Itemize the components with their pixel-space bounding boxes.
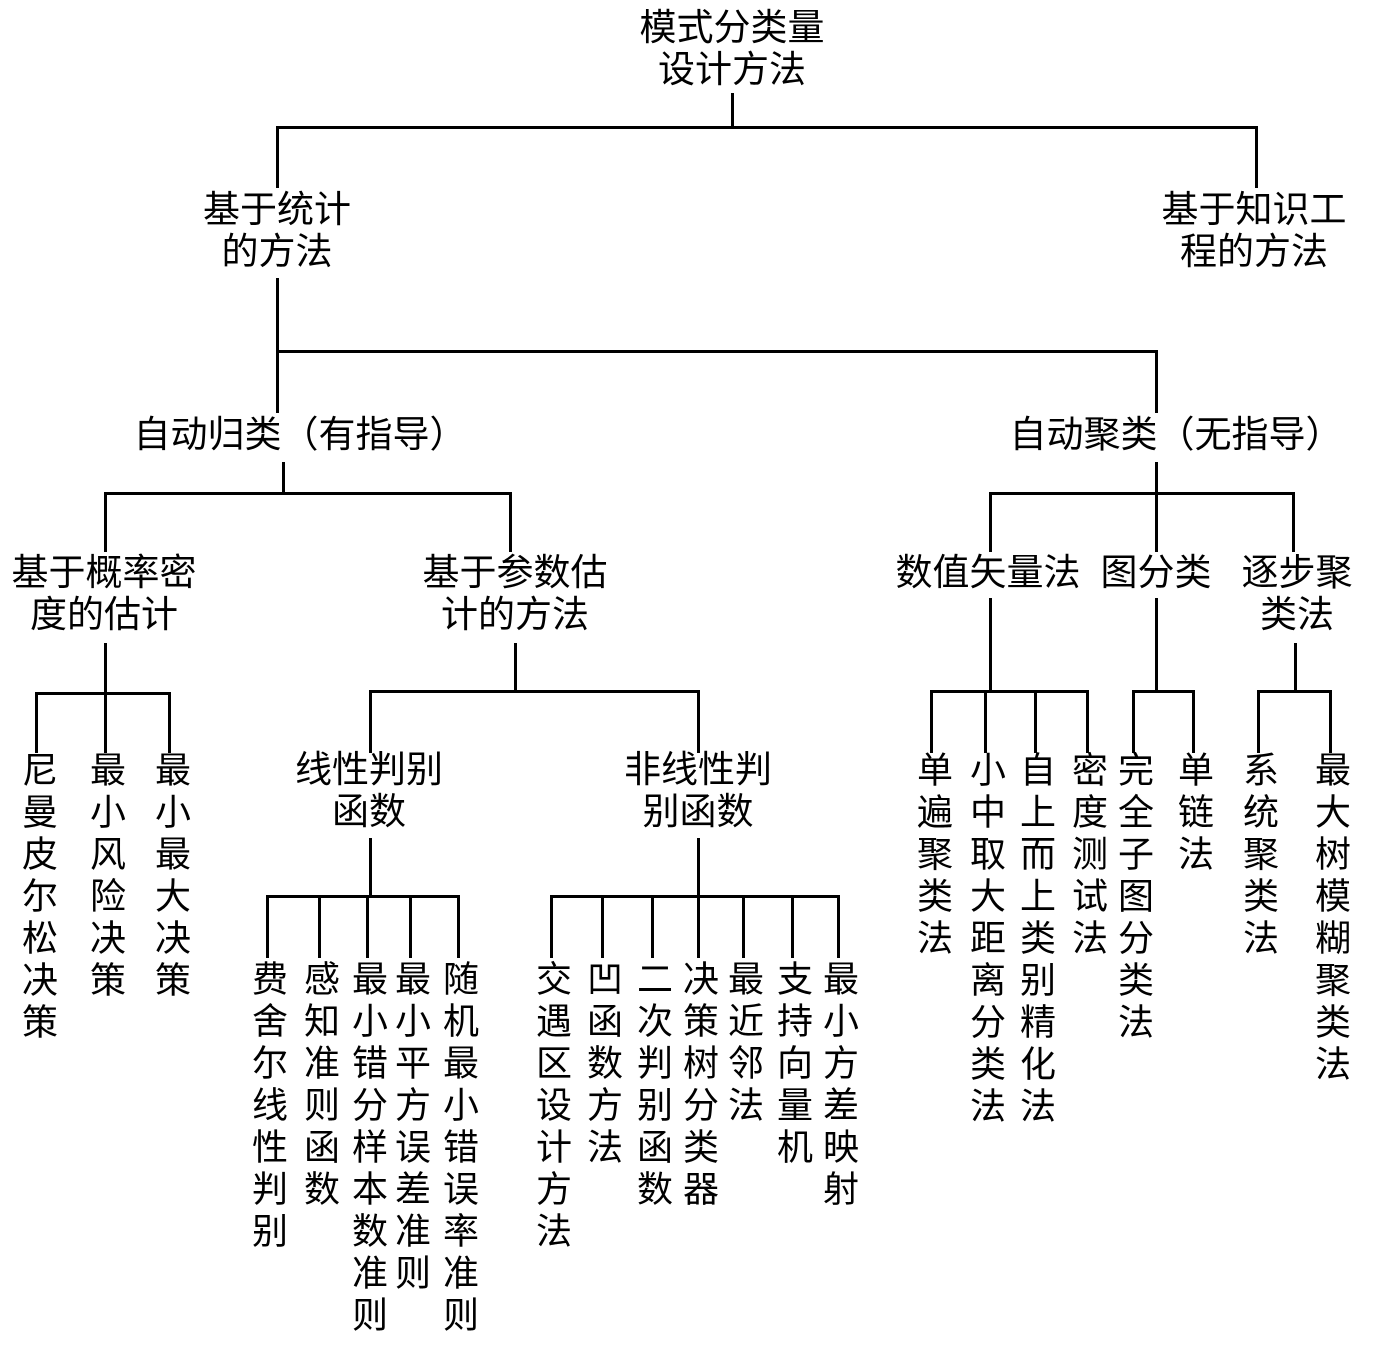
connector-line (1292, 492, 1295, 552)
connector-line (266, 895, 460, 898)
node-statistical-methods: 基于统计的方法 (203, 190, 351, 273)
connector-line (282, 462, 285, 492)
connector-line (457, 895, 460, 958)
node-graph-classification: 图分类 (1100, 553, 1212, 594)
connector-line (276, 278, 279, 413)
node-linear-discriminant-function: 线性判别函数 (295, 750, 443, 833)
connector-line (550, 895, 553, 958)
connector-line (1329, 690, 1332, 753)
node-root: 模式分类量设计方法 (639, 8, 825, 91)
connector-line (509, 492, 512, 552)
node-nonlinear-discriminant-function: 非线性判别函数 (624, 750, 772, 833)
connector-line (168, 692, 171, 753)
leaf-perceptron-criterion-function: 感知准则函数 (299, 960, 339, 1212)
connector-line (104, 492, 512, 495)
leaf-min-squared-error-criterion: 最小平方误差准则 (390, 960, 430, 1296)
connector-line (514, 643, 517, 690)
leaf-single-pass-clustering: 单遍聚类法 (912, 751, 952, 961)
connector-line (989, 598, 992, 690)
connector-line (550, 895, 840, 898)
connector-line (697, 895, 700, 958)
leaf-min-variance-mapping: 最小方差映射 (818, 960, 858, 1212)
connector-line (1257, 690, 1332, 693)
connector-line (104, 492, 107, 552)
connector-line (35, 692, 38, 753)
connector-line (1034, 690, 1037, 753)
leaf-minimax-decision: 最小最大决策 (150, 751, 190, 1003)
node-stepwise-clustering: 逐步聚类法 (1241, 553, 1353, 636)
node-supervised-classification: 自动归类（有指导） (133, 415, 467, 456)
connector-line (930, 690, 1089, 693)
leaf-density-test-method: 密度测试法 (1067, 751, 1107, 961)
connector-line (1132, 690, 1135, 753)
connector-line (791, 895, 794, 958)
connector-line (276, 126, 1258, 129)
connector-line (369, 690, 700, 693)
connector-line (369, 838, 372, 895)
connector-line (276, 126, 279, 188)
node-numerical-vector-method: 数值矢量法 (895, 553, 1081, 594)
leaf-neyman-pearson-decision: 尼曼皮尔松决策 (17, 751, 57, 1045)
leaf-maximin-distance-classification: 小中取大距离分类法 (965, 751, 1005, 1129)
leaf-overlap-region-design-method: 交遇区设计方法 (531, 960, 571, 1254)
leaf-bottom-up-class-refinement: 自上而上类别精化法 (1015, 751, 1055, 1129)
leaf-quadratic-discriminant-function: 二次判别函数 (632, 960, 672, 1212)
leaf-minimum-risk-decision: 最小风险决策 (85, 751, 125, 1003)
connector-line (1155, 598, 1158, 690)
connector-line (731, 93, 734, 126)
connector-line (35, 692, 171, 695)
node-unsupervised-clustering: 自动聚类（无指导） (1009, 415, 1343, 456)
connector-line (697, 838, 700, 895)
connector-line (369, 690, 372, 753)
connector-line (1086, 690, 1089, 753)
connector-line (601, 895, 604, 958)
connector-line (984, 690, 987, 753)
connector-line (742, 895, 745, 958)
node-knowledge-engineering-methods: 基于知识工程的方法 (1161, 190, 1347, 273)
connector-line (1192, 690, 1195, 753)
connector-line (930, 690, 933, 753)
connector-line (651, 895, 654, 958)
connector-line (1255, 126, 1258, 188)
connector-line (697, 690, 700, 753)
leaf-concave-function-method: 凹函数方法 (582, 960, 622, 1170)
leaf-stochastic-min-error-rate-criterion: 随机最小错误率准则 (438, 960, 478, 1338)
connector-line (837, 895, 840, 958)
connector-line (104, 692, 107, 753)
connector-line (1294, 643, 1297, 690)
leaf-nearest-neighbor-method: 最近邻法 (723, 960, 763, 1128)
connector-line (409, 895, 412, 958)
connector-line (104, 643, 107, 692)
connector-line (1257, 690, 1260, 753)
leaf-hierarchical-clustering: 系统聚类法 (1238, 751, 1278, 961)
node-probability-density-estimation: 基于概率密度的估计 (11, 553, 197, 636)
leaf-single-link-method: 单链法 (1173, 751, 1213, 877)
connector-line (1132, 690, 1195, 693)
connector-line (318, 895, 321, 958)
leaf-max-tree-fuzzy-clustering: 最大树模糊聚类法 (1310, 751, 1350, 1087)
leaf-fisher-linear-discriminant: 费舍尔线性判别 (247, 960, 287, 1254)
connector-line (1155, 492, 1158, 552)
leaf-complete-subgraph-classification: 完全子图分类法 (1113, 751, 1153, 1045)
node-parameter-estimation-methods: 基于参数估计的方法 (422, 553, 608, 636)
leaf-min-misclassified-samples-criterion: 最小错分样本数准则 (347, 960, 387, 1338)
connector-line (989, 492, 1295, 495)
connector-line (276, 350, 1158, 353)
connector-line (366, 895, 369, 958)
leaf-support-vector-machine: 支持向量机 (772, 960, 812, 1170)
connector-line (266, 895, 269, 958)
connector-line (989, 492, 992, 552)
connector-line (1155, 462, 1158, 492)
connector-line (1155, 350, 1158, 413)
leaf-decision-tree-classifier: 决策树分类器 (678, 960, 718, 1212)
